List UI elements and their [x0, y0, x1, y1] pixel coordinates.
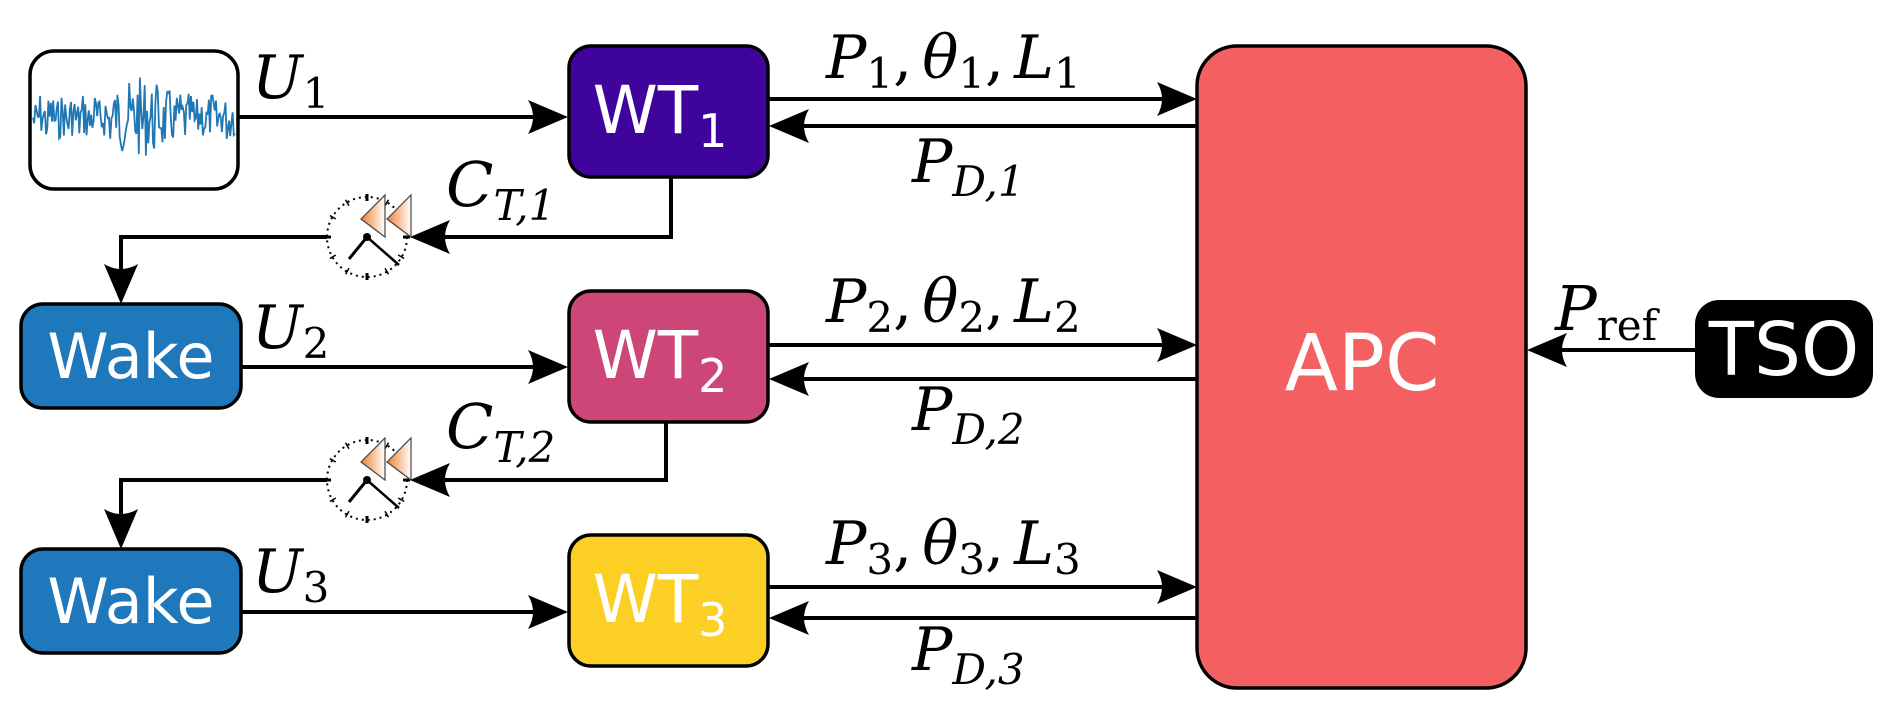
wind-speed-arrow-1 — [238, 100, 568, 134]
setpoint-label-2: PD,2 — [911, 375, 1025, 454]
reference-power-label: Pref — [1554, 272, 1661, 350]
thrust-label-2: CT,2 — [446, 390, 555, 472]
wind-speed-arrow-2 — [241, 350, 568, 384]
measurement-arrow-3 — [768, 570, 1197, 604]
setpoint-arrow-3 — [769, 601, 1197, 635]
measurement-arrow-2 — [768, 328, 1197, 362]
wake-label: Wake — [47, 565, 214, 638]
thrust-feedback-arrow-2 — [104, 422, 668, 549]
arrowhead-icon — [1157, 570, 1197, 604]
clock-delay-icon — [324, 193, 412, 280]
setpoint-label-1: PD,1 — [911, 127, 1025, 206]
arrowhead-icon — [410, 220, 450, 254]
measurement-label-2: P2,θ2,L2 — [825, 267, 1081, 342]
arrowhead-icon — [528, 350, 568, 384]
wind-signal-waveform-icon — [32, 77, 236, 156]
turbine-label: WT2 — [593, 317, 728, 403]
arrowhead-icon — [769, 601, 809, 635]
wind-speed-label-1: U1 — [252, 43, 329, 118]
arrowhead-icon — [1527, 333, 1567, 367]
arrowhead-icon — [410, 463, 450, 497]
wake-label: Wake — [47, 320, 214, 393]
rewind-icon — [360, 193, 386, 239]
svg-text:P3,θ3,L3: P3,θ3,L3 — [825, 509, 1081, 584]
tso-box: TSO — [1695, 300, 1873, 398]
arrowhead-icon — [104, 264, 138, 304]
thrust-feedback-arrow-1 — [104, 177, 673, 304]
arrowhead-icon — [769, 109, 809, 143]
arrowhead-icon — [1157, 328, 1197, 362]
wind-speed-arrow-3 — [241, 595, 568, 629]
rewind-icon — [360, 436, 386, 482]
turbine-box-2: WT2 — [567, 289, 770, 424]
svg-text:P1,θ1,L1: P1,θ1,L1 — [825, 23, 1081, 98]
wind-speed-label-3: U3 — [252, 537, 329, 612]
setpoint-arrow-1 — [769, 109, 1197, 143]
svg-text:P2,θ2,L2: P2,θ2,L2 — [825, 267, 1081, 342]
setpoint-label-3: PD,3 — [911, 615, 1025, 694]
clock-delay-icon — [324, 436, 412, 523]
arrowhead-icon — [528, 595, 568, 629]
measurement-label-1: P1,θ1,L1 — [825, 23, 1081, 98]
wind-signal-box — [28, 49, 240, 191]
measurement-label-3: P3,θ3,L3 — [825, 509, 1081, 584]
turbine-box-1: WT1 — [567, 44, 770, 179]
turbine-label: WT3 — [593, 561, 728, 647]
arrowhead-icon — [528, 100, 568, 134]
arrowhead-icon — [104, 509, 138, 549]
setpoint-arrow-2 — [769, 362, 1197, 396]
rewind-icon — [386, 193, 412, 239]
wind-speed-label-2: U2 — [252, 293, 329, 368]
thrust-label-1: CT,1 — [446, 148, 555, 230]
wake-box-3: Wake — [19, 547, 243, 655]
turbine-label: WT1 — [593, 72, 728, 158]
turbine-box-3: WT3 — [567, 533, 770, 668]
wake-box-2: Wake — [19, 302, 243, 410]
apc-label: APC — [1285, 319, 1440, 409]
reference-arrow — [1527, 333, 1695, 367]
rewind-icon — [386, 436, 412, 482]
arrowhead-icon — [769, 362, 809, 396]
arrowhead-icon — [1157, 82, 1197, 116]
apc-box: APC — [1195, 44, 1528, 690]
tso-label: TSO — [1708, 307, 1859, 393]
measurement-arrow-1 — [768, 82, 1197, 116]
